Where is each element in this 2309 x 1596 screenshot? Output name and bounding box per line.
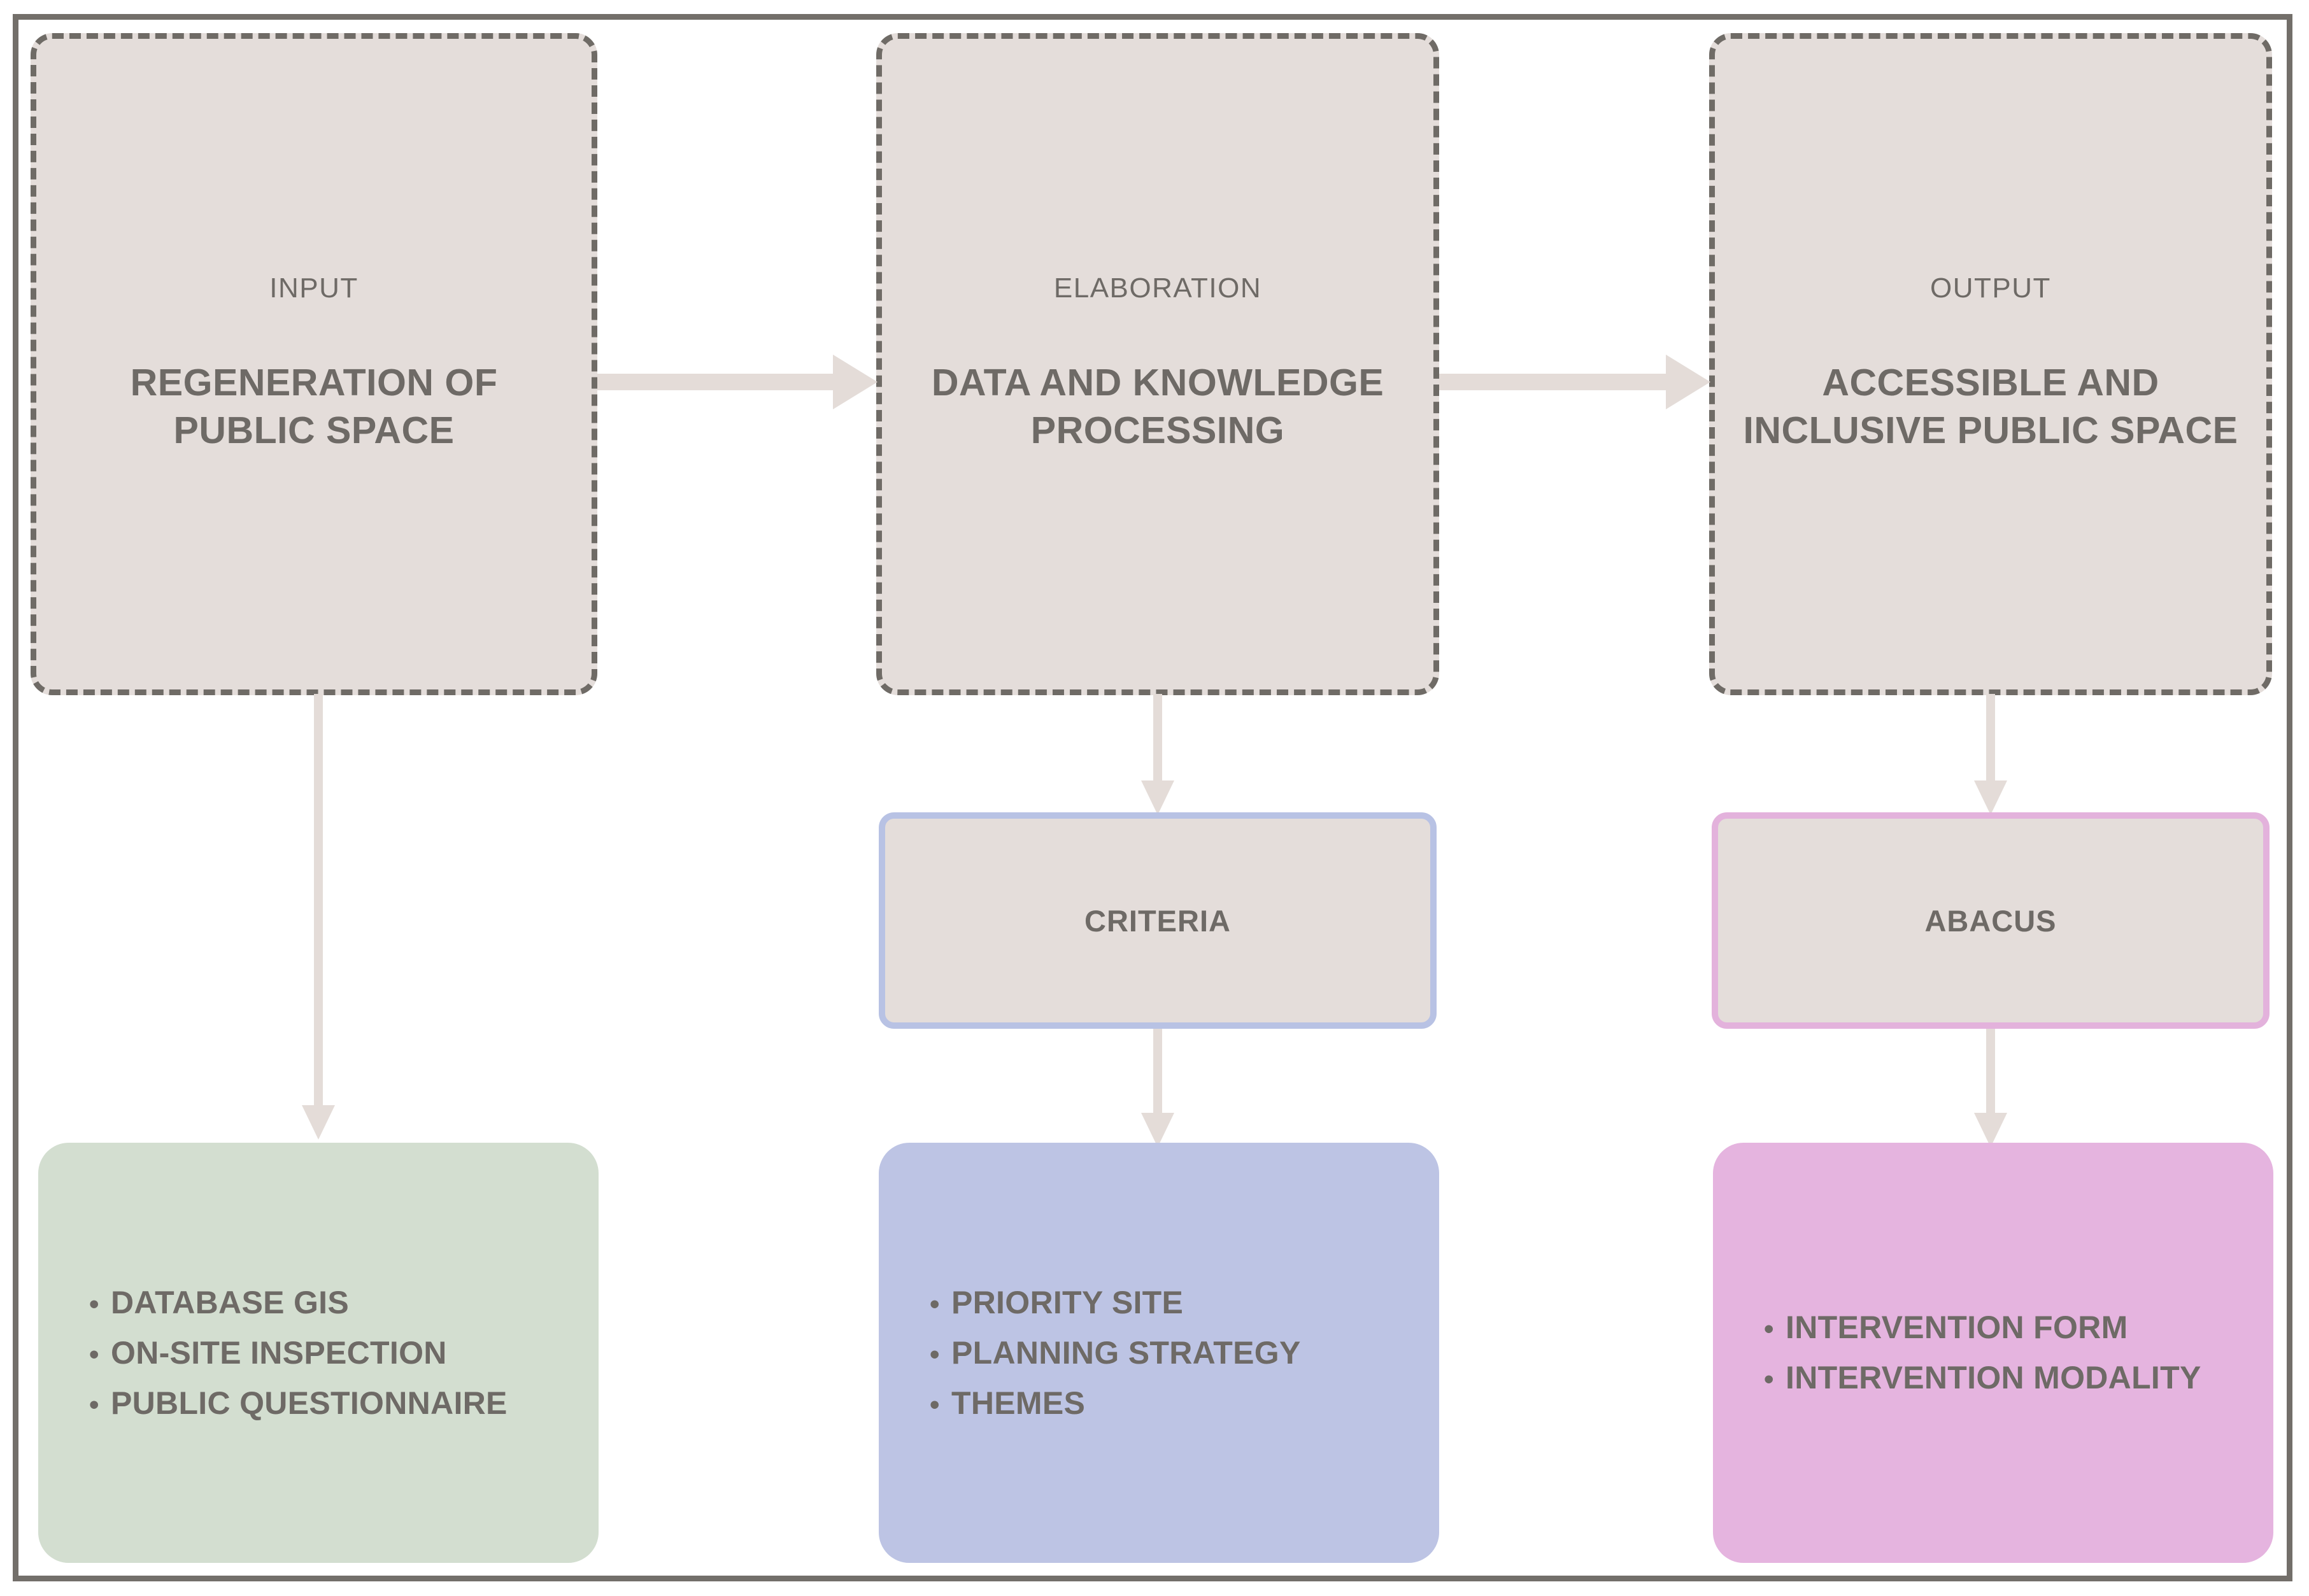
bullet-icon: • xyxy=(89,1338,99,1370)
arrow-output-to-abacus xyxy=(1965,694,2016,815)
list-item: • PRIORITY SITE xyxy=(930,1278,1439,1328)
list-item-label: PRIORITY SITE xyxy=(951,1284,1184,1320)
arrow-elaboration-to-criteria xyxy=(1132,694,1183,815)
list-box-abacus[interactable]: • INTERVENTION FORM • INTERVENTION MODALIT… xyxy=(1713,1143,2273,1563)
list-item-label: PUBLIC QUESTIONNAIRE xyxy=(111,1385,508,1421)
stage-title-input: REGENERATION OF PUBLIC SPACE xyxy=(130,361,498,452)
arrow-criteria-to-list xyxy=(1132,1026,1183,1147)
bullet-icon: • xyxy=(1764,1313,1774,1345)
arrow-abacus-to-list xyxy=(1965,1026,2016,1147)
stage-box-input[interactable]: INPUT REGENERATION OF PUBLIC SPACE xyxy=(31,33,597,695)
stage-box-elaboration[interactable]: ELABORATION DATA AND KNOWLEDGE PROCESSIN… xyxy=(876,33,1439,695)
mid-box-label-criteria: CRITERIA xyxy=(1084,903,1231,938)
arrow-input-to-elaboration xyxy=(597,347,877,417)
bullet-icon: • xyxy=(930,1338,940,1370)
stage-kicker-elaboration: ELABORATION xyxy=(1053,272,1262,304)
mid-box-criteria[interactable]: CRITERIA xyxy=(879,812,1437,1029)
list-item-label: PLANNING STRATEGY xyxy=(951,1334,1301,1371)
bullet-icon: • xyxy=(930,1288,940,1320)
list-item-label: ON-SITE INSPECTION xyxy=(111,1334,447,1371)
mid-box-label-abacus: ABACUS xyxy=(1924,903,2057,938)
stage-kicker-input: INPUT xyxy=(269,272,359,304)
stage-title-output: ACCESSIBLE AND INCLUSIVE PUBLIC SPACE xyxy=(1743,361,2238,452)
list-item: • PLANNING STRATEGY xyxy=(930,1328,1439,1378)
bullet-icon: • xyxy=(930,1388,940,1420)
bullet-icon: • xyxy=(89,1388,99,1420)
list-item: • THEMES xyxy=(930,1378,1439,1429)
list-item: • PUBLIC QUESTIONNAIRE xyxy=(89,1378,599,1429)
arrow-elaboration-to-output xyxy=(1439,347,1710,417)
list-item: • ON-SITE INSPECTION xyxy=(89,1328,599,1378)
mid-box-abacus[interactable]: ABACUS xyxy=(1712,812,2270,1029)
diagram-frame xyxy=(13,14,2292,1581)
bullet-icon: • xyxy=(89,1288,99,1320)
list-item: • INTERVENTION MODALITY xyxy=(1764,1353,2273,1403)
arrow-input-to-list xyxy=(293,694,344,1140)
list-item: • INTERVENTION FORM xyxy=(1764,1303,2273,1353)
list-box-criteria[interactable]: • PRIORITY SITE • PLANNING STRATEGY • THEME… xyxy=(879,1143,1439,1563)
bullet-icon: • xyxy=(1764,1364,1774,1395)
stage-kicker-output: OUTPUT xyxy=(1930,272,2051,304)
list-item-label: THEMES xyxy=(951,1385,1086,1421)
stage-box-output[interactable]: OUTPUT ACCESSIBLE AND INCLUSIVE PUBLIC S… xyxy=(1709,33,2272,695)
stage-title-elaboration: DATA AND KNOWLEDGE PROCESSING xyxy=(931,361,1384,452)
list-item-label: INTERVENTION MODALITY xyxy=(1786,1360,2201,1395)
list-item-label: DATABASE GIS xyxy=(111,1284,349,1320)
list-item-label: INTERVENTION FORM xyxy=(1786,1310,2128,1345)
list-box-input[interactable]: • DATABASE GIS • ON-SITE INSPECTION • PUBLI… xyxy=(38,1143,599,1563)
list-item: • DATABASE GIS xyxy=(89,1278,599,1328)
